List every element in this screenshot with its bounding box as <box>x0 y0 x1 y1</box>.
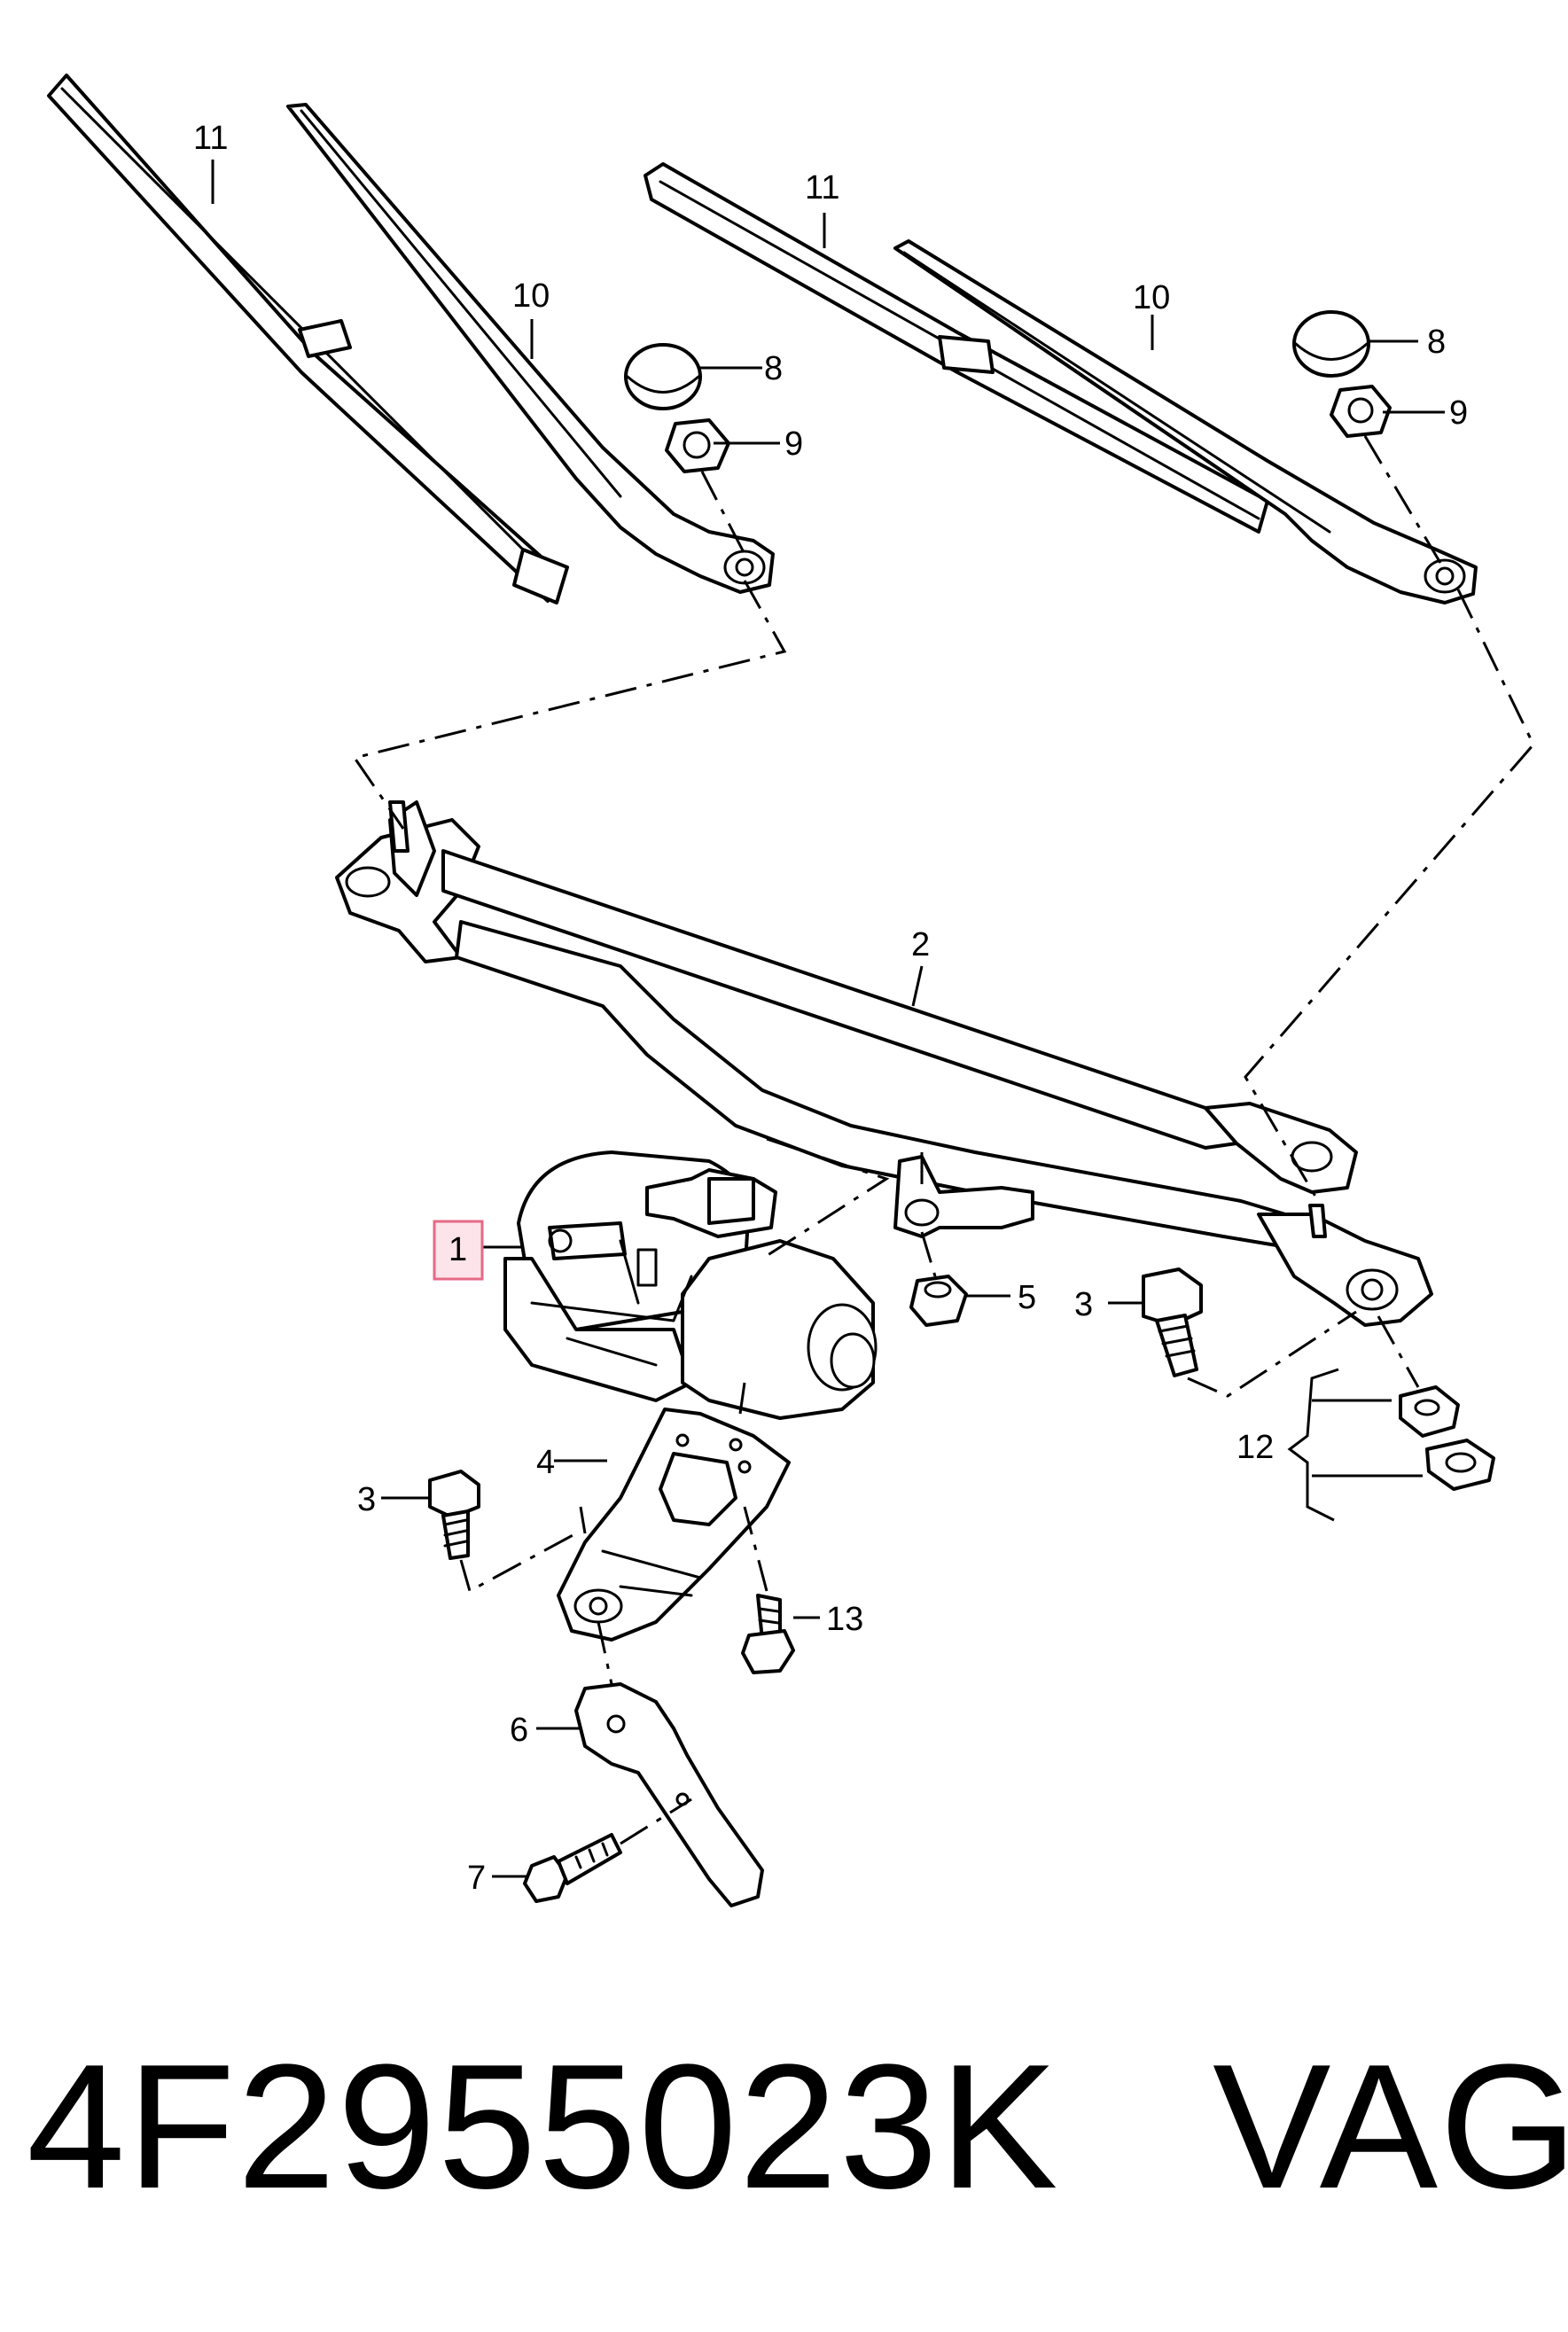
callout-11-right: 11 <box>805 169 839 207</box>
bolt-3-left <box>428 1470 480 1560</box>
left-wiper-blade <box>47 74 569 604</box>
assembly-lines <box>352 435 1535 1845</box>
callout-10-right: 10 <box>1133 279 1170 316</box>
part-number-caption: 4F2955023K VAG <box>27 2030 1568 2225</box>
callout-3-left: 3 <box>357 1481 376 1518</box>
bolt-13 <box>741 1594 795 1674</box>
callout-8-left: 8 <box>764 350 783 387</box>
wiper-motor <box>503 1150 878 1420</box>
support-bracket <box>574 1682 764 1907</box>
left-nut <box>665 418 730 473</box>
callout-2: 2 <box>911 926 930 963</box>
left-wiper-arm <box>286 103 775 594</box>
callout-4: 4 <box>536 1444 555 1481</box>
leader-lines <box>211 160 1445 1878</box>
right-cap <box>1292 310 1370 378</box>
callout-9-left: 9 <box>784 425 803 463</box>
brand-name: VAG <box>1213 2028 1568 2226</box>
callout-5: 5 <box>1018 1279 1036 1316</box>
callout-8-right: 8 <box>1427 324 1446 361</box>
linkage-mounting-bracket <box>893 1155 1034 1238</box>
left-cap <box>624 343 702 410</box>
bolt-7 <box>523 1833 622 1903</box>
motor-mounting-plate <box>557 1408 791 1642</box>
right-nut <box>1330 385 1392 438</box>
callout-13: 13 <box>826 1601 863 1638</box>
callout-3-right: 3 <box>1074 1286 1093 1323</box>
right-wiper-blade <box>644 162 1269 534</box>
callout-1-highlight <box>433 1220 484 1281</box>
wiper-linkage <box>335 800 1433 1327</box>
callout-1: 1 <box>449 1231 467 1268</box>
part-number: 4F2955023K <box>27 2028 1060 2226</box>
callout-11-left: 11 <box>193 120 228 157</box>
callout-12-bracket <box>1287 1368 1423 1522</box>
callout-9-right: 9 <box>1449 394 1468 432</box>
callout-10-left: 10 <box>512 277 550 315</box>
callout-7: 7 <box>467 1860 486 1897</box>
rubber-bushing-lower <box>1425 1439 1495 1491</box>
callout-12: 12 <box>1236 1429 1274 1466</box>
callout-6: 6 <box>510 1712 528 1749</box>
grommet-5 <box>909 1275 968 1327</box>
bolt-3-right <box>1142 1267 1203 1377</box>
right-wiper-arm <box>893 239 1478 604</box>
rubber-bushing-upper <box>1399 1385 1460 1438</box>
